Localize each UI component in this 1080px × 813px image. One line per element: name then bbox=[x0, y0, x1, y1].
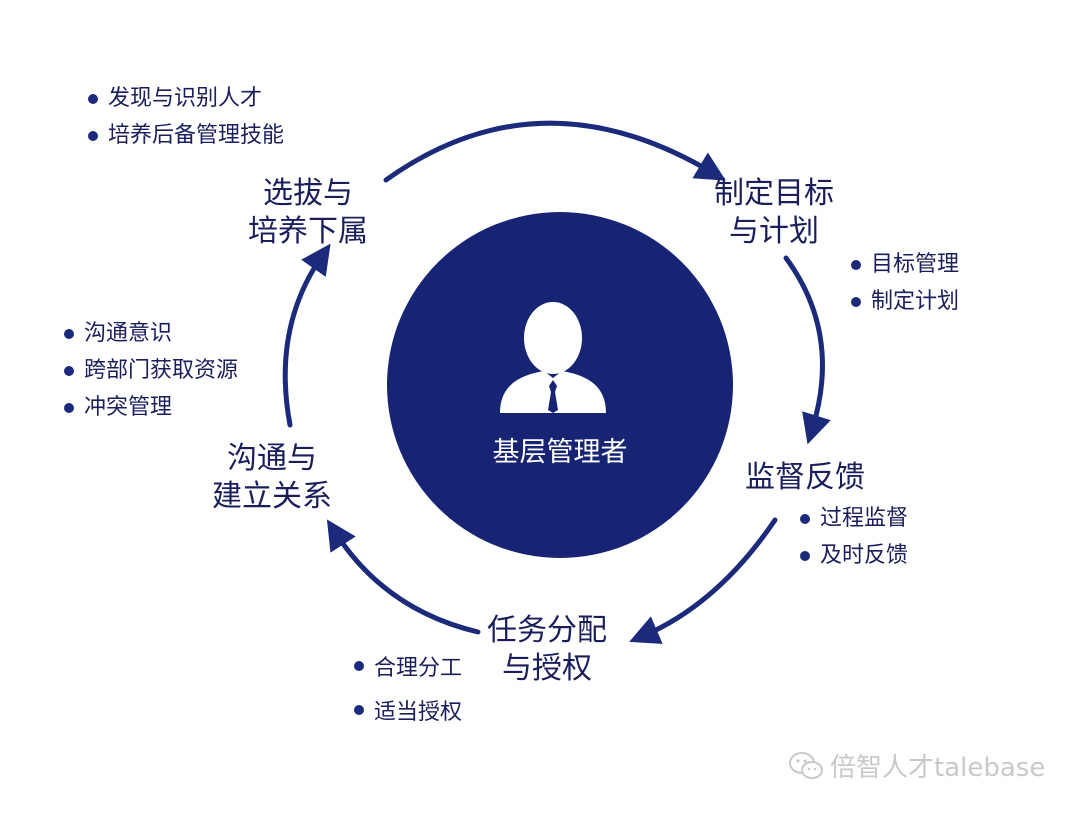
stage-title-monitor: 监督反馈 bbox=[745, 460, 865, 495]
manager-person-icon bbox=[500, 302, 606, 413]
list-item: 培养后备管理技能 bbox=[86, 117, 284, 154]
list-item: 发现与识别人才 bbox=[86, 80, 284, 117]
stage-title-communicate: 沟通与 建立关系 bbox=[212, 441, 332, 514]
arrow-goals-to-monitor bbox=[783, 255, 831, 445]
list-item: 制定计划 bbox=[849, 283, 959, 320]
stage-title-select: 选拔与 培养下属 bbox=[248, 176, 368, 249]
list-item: 沟通意识 bbox=[62, 315, 238, 352]
list-item: 跨部门获取资源 bbox=[62, 352, 238, 389]
arrow-select-to-goals bbox=[383, 120, 726, 183]
stage-bullets-communicate: 沟通意识 跨部门获取资源 冲突管理 bbox=[62, 315, 238, 426]
list-item: 及时反馈 bbox=[798, 537, 908, 574]
stage-title-goals: 制定目标 与计划 bbox=[714, 176, 834, 249]
list-item: 适当授权 bbox=[352, 691, 462, 735]
wechat-icon bbox=[789, 751, 823, 779]
list-item: 目标管理 bbox=[849, 246, 959, 283]
arrow-monitor-to-delegate bbox=[629, 517, 778, 644]
stage-title-delegate: 任务分配 与授权 bbox=[487, 613, 607, 686]
list-item: 过程监督 bbox=[798, 500, 908, 537]
arrow-communicate-to-select bbox=[282, 243, 331, 428]
stage-bullets-goals: 目标管理 制定计划 bbox=[849, 246, 959, 320]
list-item: 冲突管理 bbox=[62, 389, 238, 426]
list-item: 合理分工 bbox=[352, 647, 462, 691]
arrow-delegate-to-communicate bbox=[326, 519, 481, 635]
stage-bullets-delegate: 合理分工 适当授权 bbox=[352, 647, 462, 735]
center-label: 基层管理者 bbox=[492, 437, 628, 468]
stage-bullets-monitor: 过程监督 及时反馈 bbox=[798, 500, 908, 574]
watermark-text: 倍智人才talebase bbox=[830, 753, 1046, 783]
watermark: 倍智人才talebase bbox=[788, 747, 1045, 784]
stage-bullets-select: 发现与识别人才 培养后备管理技能 bbox=[86, 80, 284, 154]
